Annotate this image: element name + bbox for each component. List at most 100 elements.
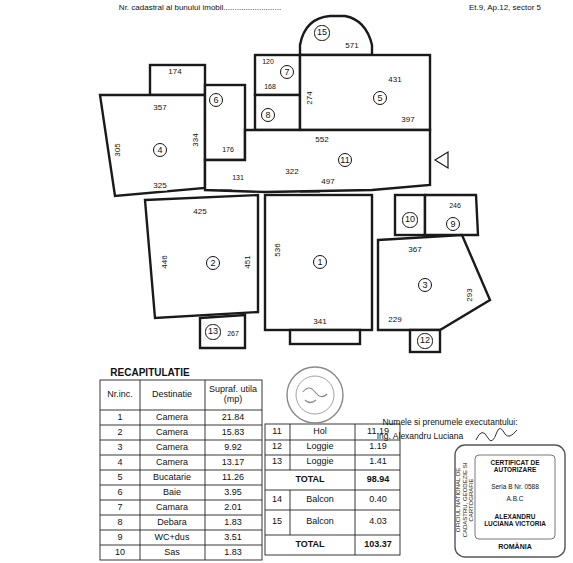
dimension: 341: [312, 318, 327, 327]
room-number: 5: [373, 91, 387, 105]
table-cell: Loggie: [306, 457, 333, 467]
room-number-text: 3: [422, 281, 427, 290]
table-cell: 21.84: [222, 413, 245, 423]
stamp-text: A.B.C: [507, 495, 524, 502]
certificate-stamp: [455, 445, 565, 557]
dimension: 497: [320, 178, 335, 187]
table-cell: 10: [115, 548, 125, 558]
dimension: 267: [226, 330, 240, 338]
table-cell: Balcon: [306, 517, 334, 527]
room-12: [410, 330, 440, 352]
table-cell: Hol: [313, 427, 327, 437]
table-cell: Camera: [156, 413, 188, 423]
room-number-text: 4: [157, 146, 162, 155]
table-cell: 13: [272, 457, 282, 467]
table-cell: 0.40: [369, 495, 387, 505]
room-number: 10: [402, 212, 417, 227]
table-cell: 9: [117, 533, 122, 543]
table-cell: 1.83: [224, 548, 242, 558]
dimension: 174: [167, 68, 182, 77]
room-number: 13: [205, 324, 220, 339]
table-cell: 98.94: [367, 475, 390, 485]
dimension: 571: [344, 42, 359, 51]
dimension: 305: [114, 142, 123, 157]
table-cell: 3.51: [224, 533, 242, 543]
room-number: 9: [446, 217, 460, 231]
header-note: Nr. cadastral al bunului imobil.........…: [119, 4, 281, 13]
dimension: 552: [314, 136, 329, 145]
room-14: [290, 330, 360, 344]
stamp-text: ROMÂNIA: [498, 543, 531, 551]
table-cell: TOTAL: [295, 540, 324, 550]
table-cell: 1: [117, 413, 122, 423]
table-cell: Balcon: [306, 495, 334, 505]
table-cell: 3: [117, 443, 122, 453]
table-cell: 11: [272, 427, 281, 437]
table-cell: 2: [117, 428, 122, 438]
room-number-text: 8: [265, 111, 270, 120]
room-number: 3: [418, 278, 432, 292]
stamp-text: Seria B Nr. 0588: [491, 483, 539, 490]
table-cell: Bucatarie: [153, 473, 191, 483]
table-cell: 15: [272, 517, 282, 527]
dimension: 334: [192, 132, 201, 147]
balcony-bay: [300, 16, 372, 55]
dimension: 176: [221, 146, 235, 154]
table-cell: 2.01: [224, 503, 242, 513]
dimension: 451: [244, 254, 253, 269]
room-13: [200, 315, 245, 348]
dimension: 322: [284, 168, 299, 177]
room-number-text: 10: [405, 215, 415, 224]
room-number-text: 15: [317, 28, 327, 37]
table-cell: Camera: [156, 443, 188, 453]
room-3: [378, 235, 490, 330]
room-number: 2: [206, 256, 220, 270]
room-8: [255, 95, 300, 130]
dimension: 293: [466, 287, 475, 302]
door-mark: [220, 190, 232, 191]
stamp-text: Numele si prenumele executantului:: [382, 418, 517, 427]
dimension: 367: [407, 246, 422, 255]
room-2: [145, 195, 258, 318]
room-number: 15: [314, 25, 329, 40]
dimension: 431: [387, 76, 402, 85]
table-cell: WC+dus: [155, 533, 190, 543]
room-number: 12: [417, 333, 432, 348]
room-number-text: 5: [377, 94, 382, 103]
table-cell: Debara: [157, 518, 187, 528]
table-cell: Camera: [156, 458, 188, 468]
table-cell: Supraf. utila (mp): [207, 385, 259, 405]
dimension: 397: [400, 116, 415, 125]
table-cell: Baie: [163, 488, 181, 498]
stamp-text: Ing. Alexandru Luciana: [377, 432, 463, 441]
room-number: 8: [261, 108, 275, 122]
room-number: 7: [280, 65, 294, 79]
table-cell: 103.37: [364, 540, 392, 550]
room-7: [255, 55, 300, 95]
room-number-text: 11: [340, 156, 349, 165]
dimension: 168: [263, 83, 277, 91]
room-6: [205, 85, 245, 160]
table-cell: 1.41: [369, 457, 387, 467]
header-note: Et.9, Ap.12, sector 5: [469, 4, 541, 13]
table-cell: 6: [117, 488, 122, 498]
room-1: [265, 195, 372, 330]
dimension: 131: [231, 174, 245, 182]
table-cell: 1.83: [224, 518, 242, 528]
room-number: 6: [209, 93, 223, 107]
table-cell: 8: [117, 518, 122, 528]
room-number-text: 2: [210, 259, 215, 268]
dimension: 357: [152, 104, 167, 113]
room-11: [205, 130, 430, 192]
table-cell: 15.83: [222, 428, 245, 438]
room-number-text: 1: [317, 258, 322, 267]
room-number: 1: [313, 255, 327, 269]
room-5: [300, 55, 430, 130]
table-cell: 13.17: [222, 458, 245, 468]
table-cell: Nr.inc.: [107, 390, 133, 400]
stamp-text: ALEXANDRU LUCIANA VICTORIA: [480, 513, 550, 527]
table-cell: Sas: [164, 548, 180, 558]
table-cell: 5: [117, 473, 122, 483]
dimension: 425: [192, 208, 207, 217]
